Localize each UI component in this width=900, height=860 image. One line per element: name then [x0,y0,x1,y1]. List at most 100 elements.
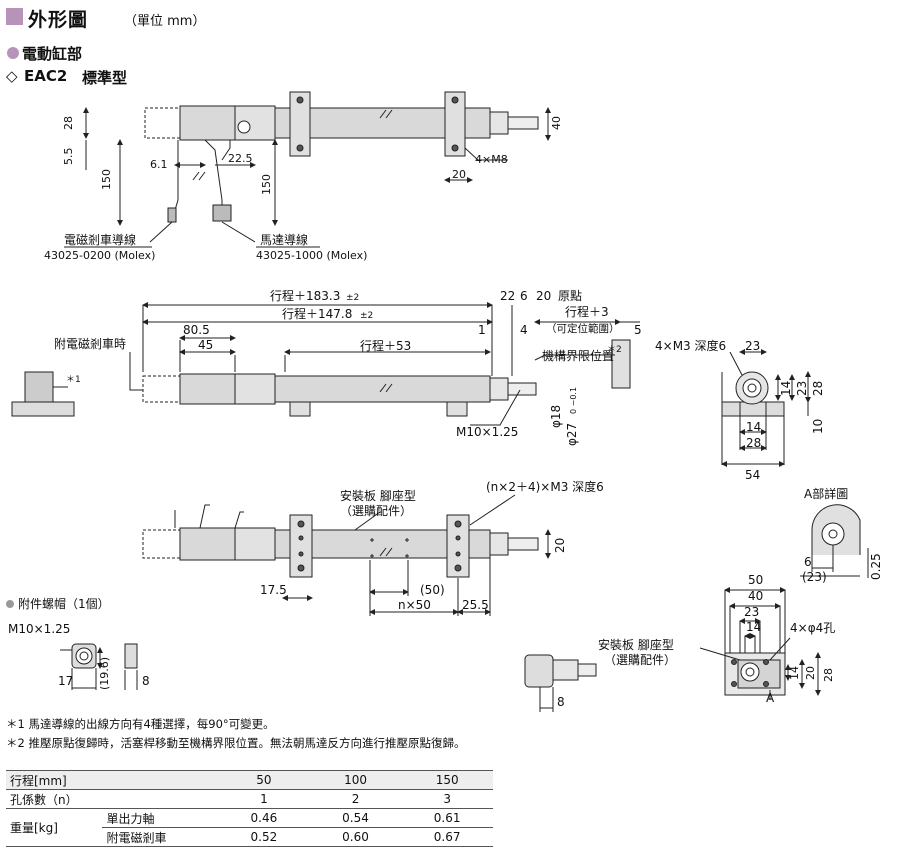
dim-6: 6 [520,289,528,303]
foot-dim-23: 23 [744,605,759,619]
dim-20-top: 20 [452,168,466,181]
note-2: ＊2 推壓原點復歸時，活塞桿移動至機構界限位置。無法朝馬達反方向進行推壓原點復歸… [6,735,465,751]
dim-150-left: 150 [100,169,113,190]
table-header-row: 行程[mm] 50 100 150 [6,770,493,790]
foot-view [524,587,821,712]
table-header-stroke: 行程[mm] [6,770,219,790]
row-brake-150: 0.67 [401,827,493,847]
limit-label: 機構界限位置 [542,348,614,363]
dim-4xm8: 4×M8 [475,153,508,166]
dim-80-5: 80.5 [183,323,210,337]
section-bullet [7,47,19,59]
end-dim-23: 23 [795,381,809,396]
title-marker [6,8,23,25]
dim-28: 28 [62,116,75,130]
bottom-dim-50: (50) [420,583,445,597]
nut-dim-19-6: (19.6) [98,657,111,690]
end-view-labels: 4×M3 深度6 23 14 23 28 14 28 54 10 [655,338,825,482]
dim-45: 45 [198,338,213,352]
dim-phi27-tol: 0 −0.1 [569,387,578,414]
dim-150-right: 150 [260,174,273,195]
end-dim-14: 14 [779,381,793,396]
row-brake-100: 0.60 [309,827,402,847]
end-dim-54: 54 [745,468,760,482]
note-1: ＊1 馬達導線的出線方向有4種選擇，每90°可變更。 [6,716,275,732]
table-row: 附電磁剎車 0.52 0.60 0.67 [6,827,493,847]
end-dim-10: 10 [811,419,825,434]
row-single-150: 0.61 [401,808,493,828]
mount-label: 安裝板 腳座型 [340,488,416,503]
top-view [83,91,551,243]
row-weight-label: 重量[kg] [6,808,103,847]
note-1-mark: ＊1 [6,717,25,731]
mount-sub: （選購配件） [340,504,412,518]
model-type: 標準型 [82,69,128,87]
foot-mount-sub: （選購配件） [604,653,676,667]
dim-stroke-3: 行程＋3 [565,304,609,319]
dim-stroke-183-tol: ±2 [346,293,359,303]
holes-label: (n×2＋4)×M3 深度6 [486,479,604,494]
row-hole-label: 孔係數（n） [6,789,219,809]
nut [60,643,138,690]
brake-lead-part: 43025-0200 (Molex) [44,249,155,262]
table-header-150: 150 [401,770,493,790]
detail-a [800,504,869,578]
section-title: 電動缸部 [22,45,83,63]
foot-dim-20-side: 20 [804,666,817,680]
foot-mount-label: 安裝板 腳座型 [598,637,674,652]
page-title: 外形圖 [28,9,89,31]
rod-thread: M10×1.25 [456,425,518,439]
foot-view-labels: 安裝板 腳座型 （選購配件） 50 40 23 14 4×φ4孔 14 20 2… [557,573,835,709]
row-brake-label: 附電磁剎車 [102,827,219,847]
top-view-labels: 28 5.5 150 6.1 22.5 150 40 4×M8 20 電磁剎車導… [44,116,563,262]
bottom-view-labels: 安裝板 腳座型 （選購配件） (n×2＋4)×M3 深度6 20 17.5 (5… [260,479,604,612]
nut-dim-8: 8 [142,674,150,688]
row-hole-100: 2 [309,789,402,809]
end-dim-28-bottom: 28 [746,436,761,450]
note-1-text: 馬達導線的出線方向有4種選擇，每90°可變更。 [28,717,275,731]
limit-note: ＊2 [607,345,622,355]
note-2-mark: ＊2 [6,736,25,750]
spec-table: 行程[mm] 50 100 150 孔係數（n） 1 2 3 重量[kg] 單出… [6,770,493,847]
detail-dim-0-25: 0.25 [869,553,883,580]
dim-40: 40 [550,116,563,130]
row-brake-50: 0.52 [218,827,310,847]
brake-variant-label: 附電磁剎車時 [54,336,126,351]
settable-range: （可定位範圍） [546,322,620,335]
motor-note-mark: ＊1 [66,375,81,385]
nut-title: 附件螺帽（1個） [18,596,110,611]
end-dim-23-top: 23 [745,339,760,353]
bottom-dim-20: 20 [553,538,567,553]
dim-1: 1 [478,323,486,337]
side-view-labels: 行程＋183.3 ±2 行程＋147.8 ±2 行程＋53 80.5 45 22… [54,288,642,446]
end-view [721,349,811,467]
dim-5-5: 5.5 [62,148,75,166]
note-2-text: 推壓原點復歸時，活塞桿移動至機構界限位置。無法朝馬達反方向進行推壓原點復歸。 [28,736,466,750]
foot-dim-28-side: 28 [822,668,835,682]
bottom-dim-17-5: 17.5 [260,583,287,597]
dim-4: 4 [520,323,528,337]
motor-lead-part: 43025-1000 (Molex) [256,249,367,262]
unit-label: （單位 mm） [124,14,206,29]
table-row: 孔係數（n） 1 2 3 [6,789,493,809]
bottom-view [142,494,551,616]
dim-stroke-147-tol: ±2 [360,311,373,321]
dim-20: 20 [536,289,551,303]
detail-dim-6: 6 [804,555,812,569]
dim-6-1: 6.1 [150,158,168,171]
foot-dim-50: 50 [748,573,763,587]
row-single-label: 單出力軸 [102,808,219,828]
bottom-dim-nx50: n×50 [398,598,431,612]
end-dim-28: 28 [811,381,825,396]
nut-labels: 附件螺帽（1個） M10×1.25 17 (19.6) 8 [6,596,150,690]
dim-22-5: 22.5 [228,152,253,165]
brake-lead-label: 電磁剎車導線 [64,232,136,247]
end-holes-label: 4×M3 深度6 [655,338,726,353]
dim-phi18: φ18 [549,405,563,428]
dim-5: 5 [634,323,642,337]
side-view [11,302,640,426]
foot-holes: 4×φ4孔 [790,621,835,635]
bottom-dim-25-5: 25.5 [462,598,489,612]
row-hole-50: 1 [218,789,310,809]
dim-stroke-53: 行程＋53 [360,338,411,353]
